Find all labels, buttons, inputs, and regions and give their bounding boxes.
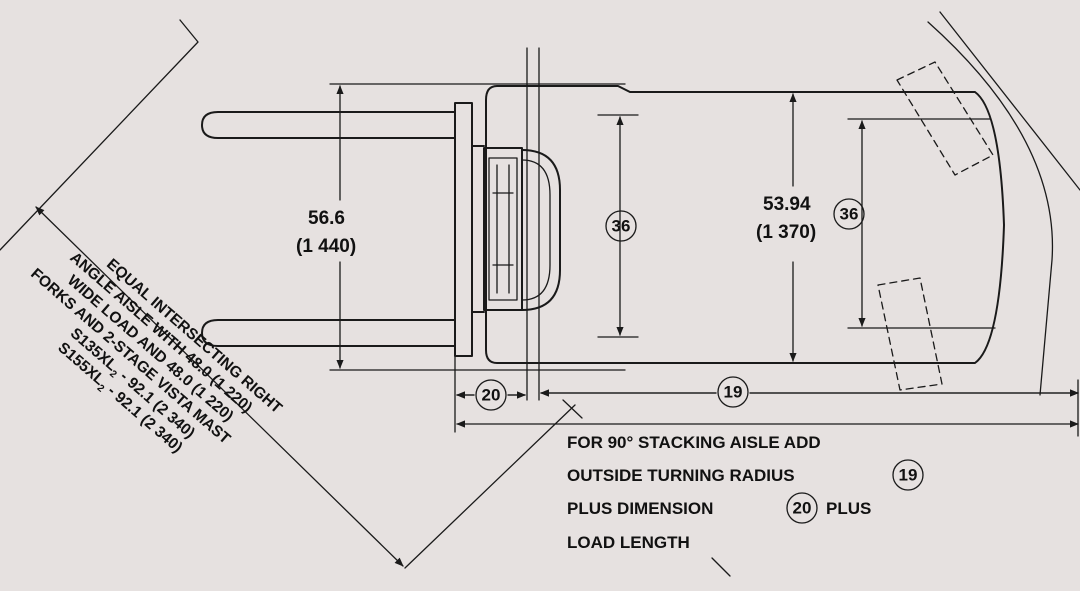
truck-body — [485, 85, 1005, 364]
mast-assembly — [471, 145, 561, 313]
aisle-line-lower — [404, 404, 576, 569]
lower-fork — [201, 319, 456, 347]
note-line-1: FOR 90° STACKING AISLE ADD — [567, 433, 821, 452]
reference-36-right: 36 — [840, 205, 859, 224]
dimension-53-94-mm: (1 370) — [756, 222, 816, 243]
dimension-56-6-in: 56.6 — [308, 208, 345, 229]
reference-19: 19 — [724, 383, 743, 402]
note-line-3a: PLUS DIMENSION — [567, 499, 713, 518]
aisle-width-dimension — [35, 206, 404, 567]
reference-36-left: 36 — [612, 217, 631, 236]
dimension-53-94-in: 53.94 — [763, 194, 811, 215]
note-line-3b: PLUS — [826, 499, 871, 518]
note-line-4: LOAD LENGTH — [567, 533, 690, 552]
note-line-2: OUTSIDE TURNING RADIUS — [567, 466, 795, 485]
note-reference-19: 19 — [899, 466, 918, 485]
stacking-aisle-note: FOR 90° STACKING AISLE ADD OUTSIDE TURNI… — [567, 433, 924, 552]
aisle-width-note: EQUAL INTERSECTING RIGHT ANGLE AISLE WIT… — [27, 249, 285, 456]
dimension-56-6-mm: (1 440) — [296, 236, 356, 257]
upper-fork — [201, 111, 456, 139]
steer-wheels — [877, 61, 994, 391]
boundary-line-right — [939, 11, 1080, 191]
turning-arc — [927, 21, 1054, 396]
note-reference-20: 20 — [793, 499, 812, 518]
fork-carriage — [454, 102, 473, 357]
reference-20: 20 — [482, 386, 501, 405]
aisle-line-upper — [0, 19, 199, 251]
